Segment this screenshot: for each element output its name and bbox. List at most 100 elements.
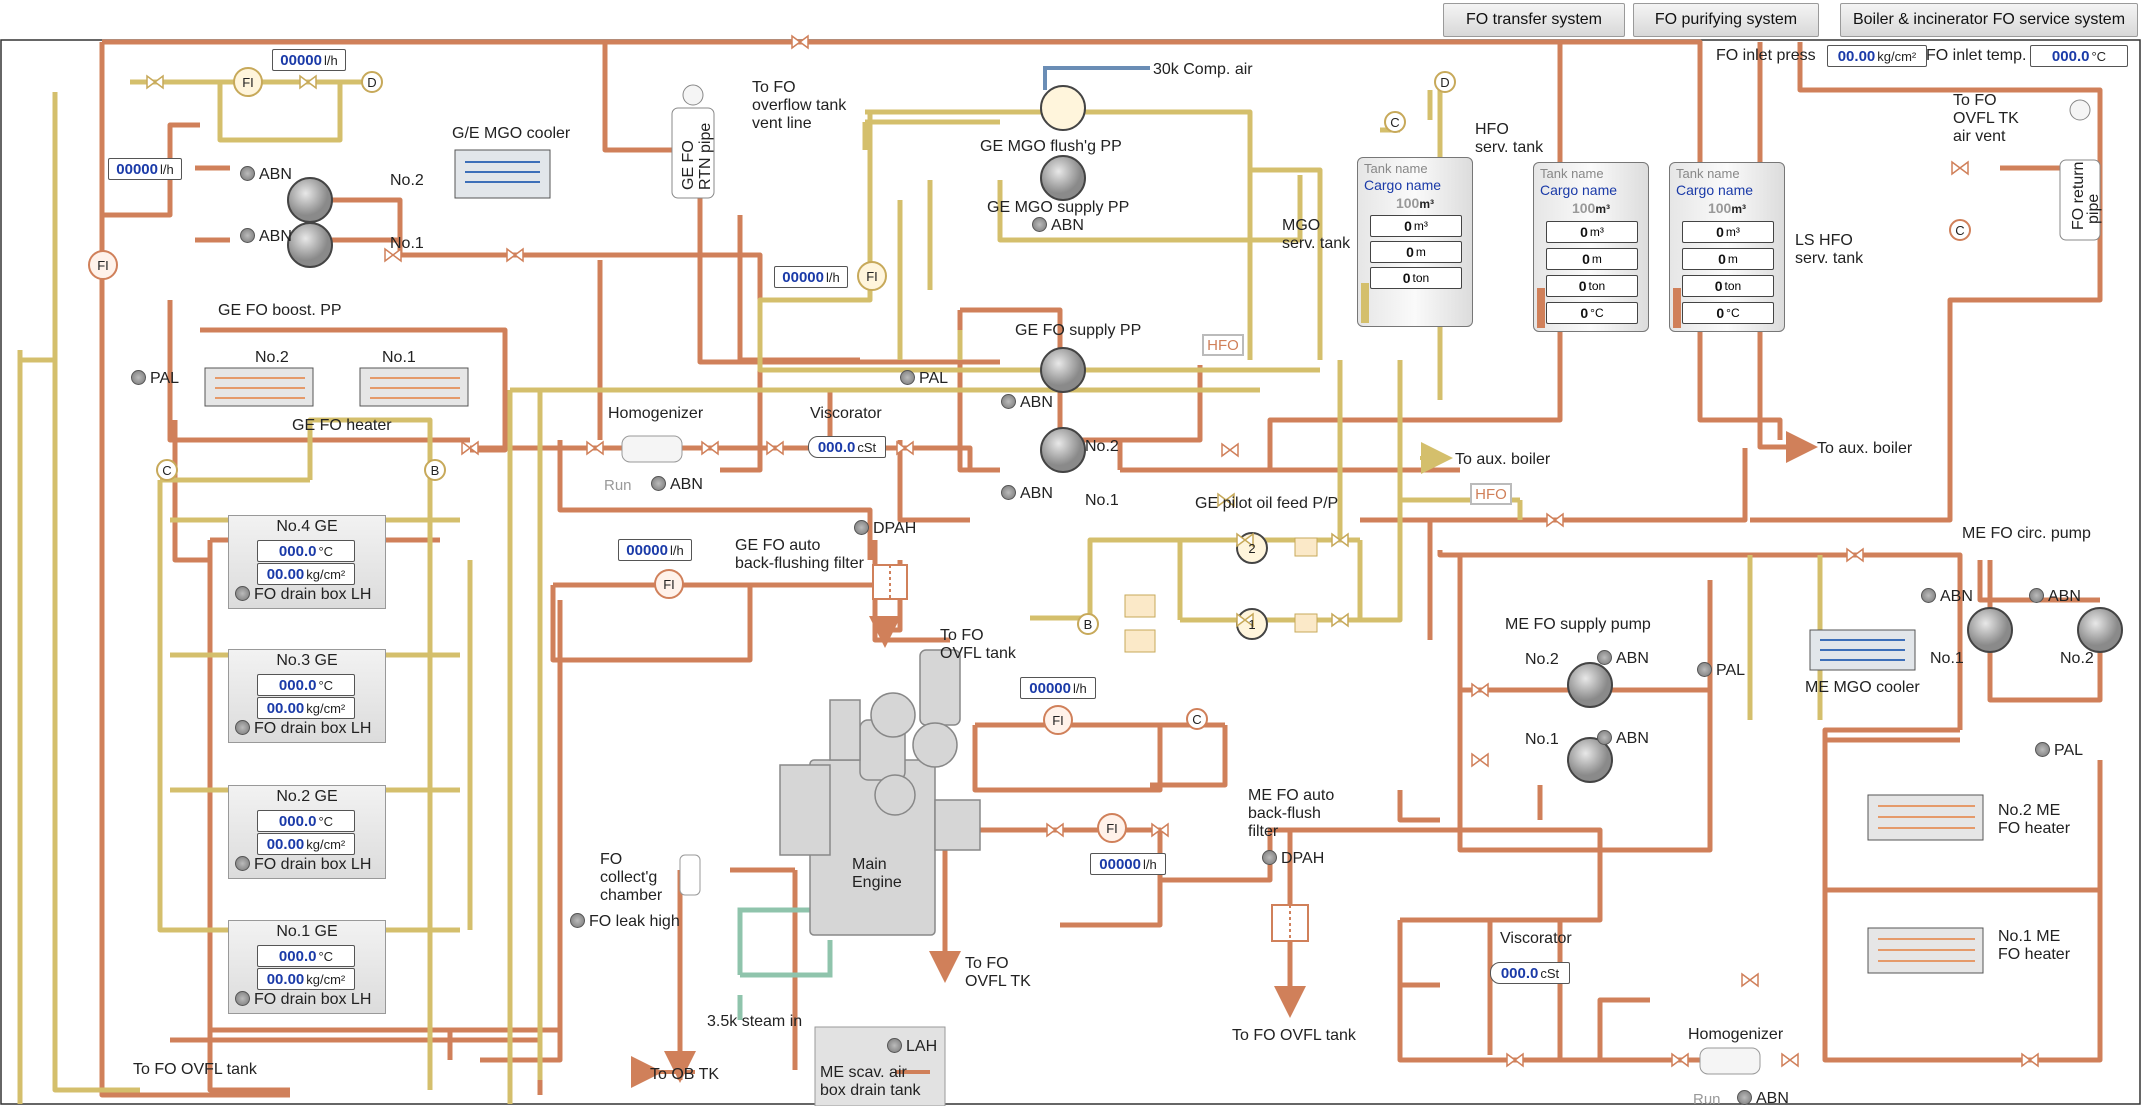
alarm-abn: ABN xyxy=(2029,588,2081,606)
ge-drain-alarm: FO drain box LH xyxy=(235,856,371,874)
label-to-fo-ovfl-tank: To FO OVFL tank xyxy=(1232,1027,1357,1044)
flow-indicators xyxy=(88,67,1127,843)
label-ls-hfo-1: LS HFO xyxy=(1795,232,1853,249)
ge-drain-alarm: FO drain box LH xyxy=(235,586,371,604)
alarm-lamp-icon xyxy=(240,166,255,181)
alarm-lamp-icon xyxy=(235,991,250,1006)
tank-name: Tank name xyxy=(1676,166,1740,181)
fo-inlet-press-label: FO inlet press xyxy=(1716,47,1816,64)
label-supply-no2: No.2 xyxy=(1085,438,1119,455)
alarm-lamp-icon xyxy=(235,856,250,871)
fo-return-pipe xyxy=(2059,159,2101,241)
flow-unit: l/h xyxy=(1072,680,1087,696)
label-me-fo-circ: ME FO circ. pump xyxy=(1962,525,2091,542)
alarm-lamp-icon xyxy=(887,1038,902,1053)
fi-label: FI xyxy=(1052,713,1064,728)
label-no2-me-heater-1: No.2 ME xyxy=(1998,802,2060,819)
connector-b2: B xyxy=(1084,617,1093,632)
ge-temp: 000.0°C xyxy=(257,945,355,967)
label-fo-overflow-3: vent line xyxy=(752,115,812,132)
alarm-fo-leak-text: FO leak high xyxy=(589,913,680,930)
label-fo-overflow-1: To FO xyxy=(752,79,796,96)
label-me-homogenizer: Homogenizer xyxy=(1688,1026,1784,1043)
label-heater-no1: No.1 xyxy=(382,349,416,366)
fo-inlet-temp-unit: °C xyxy=(2091,48,2107,64)
alarm-lah: LAH xyxy=(887,1038,937,1056)
hfo-tag: HFO xyxy=(1470,483,1512,505)
tank-level-bar xyxy=(1537,288,1545,328)
rotated-labels: GE FO RTN pipe FO return pipe xyxy=(680,123,2102,230)
coolers xyxy=(454,149,1916,671)
pumps[interactable] xyxy=(287,85,2123,783)
connector-c4: C xyxy=(1192,712,1201,727)
label-ge-fo-heater: GE FO heater xyxy=(292,417,392,434)
label-circ-no1: No.1 xyxy=(1930,650,1964,667)
pilot-pump-2-label: 2 xyxy=(1248,541,1255,556)
label-ge-fo-rtn-2: RTN pipe xyxy=(697,123,714,190)
alarm-pal-text: PAL xyxy=(2054,742,2084,759)
alarm-lamp-icon xyxy=(651,476,666,491)
viscosity-value: 000.0 xyxy=(817,438,856,456)
label-me-mgo-cooler: ME MGO cooler xyxy=(1805,679,1920,696)
label-ge-filter-2: back-flushing filter xyxy=(735,555,865,572)
alarm-lamp-icon xyxy=(235,720,250,735)
tank-cargo: Cargo name xyxy=(1676,182,1754,198)
fi-label: FI xyxy=(866,269,878,284)
connector-d2: D xyxy=(1440,75,1449,90)
alarm-abn-text: ABN xyxy=(1940,588,1973,605)
label-to-aux-boiler-2: To aux. boiler xyxy=(1817,440,1913,457)
label-ovfl-vent-1: To FO xyxy=(1953,92,1997,109)
alarm-abn-text: ABN xyxy=(259,166,292,183)
label-mgo-serv-1: MGO xyxy=(1282,217,1320,234)
label-ge-viscorator: Viscorator xyxy=(810,405,882,422)
tank-name: Tank name xyxy=(1540,166,1604,181)
ge-name: No.2 GE xyxy=(276,788,338,805)
label-circ-no2: No.2 xyxy=(2060,650,2094,667)
viscosity-unit: cSt xyxy=(857,439,877,455)
alarm-abn: ABN xyxy=(1737,1090,1789,1108)
label-me-fo-supply: ME FO supply pump xyxy=(1505,616,1651,633)
label-no1-me-heater-2: FO heater xyxy=(1998,946,2071,963)
label-fo-collect-1: FO xyxy=(600,851,622,868)
alarm-dpah-text: DPAH xyxy=(873,520,917,537)
fi-label: FI xyxy=(1106,821,1118,836)
ge-name: No.4 GE xyxy=(276,518,338,535)
hfo-lines xyxy=(99,39,2103,1098)
fo-inlet-press-value: 00.00 xyxy=(1837,47,1876,65)
fi-label: FI xyxy=(97,258,109,273)
label-me-run: Run xyxy=(1693,1091,1721,1106)
connector-b: B xyxy=(431,463,440,478)
label-to-aux-boiler-1: To aux. boiler xyxy=(1455,451,1551,468)
label-run: Run xyxy=(604,477,632,494)
scav-drain-tank xyxy=(814,1026,946,1106)
ge-name: No.1 GE xyxy=(276,923,338,940)
nav-fo-transfer-button[interactable]: FO transfer system xyxy=(1443,3,1625,37)
ge-homogenizer xyxy=(621,435,683,463)
label-me-supply-no2: No.2 xyxy=(1525,651,1559,668)
me-homogenizer xyxy=(1699,1047,1761,1075)
label-ge-fo-supply: GE FO supply PP xyxy=(1015,322,1141,339)
tank-temp: 0°C xyxy=(1546,302,1638,324)
alarm-abn-text: ABN xyxy=(1020,394,1053,411)
fo-collect-chamber xyxy=(679,854,701,896)
alarm-lamp-icon xyxy=(570,913,585,928)
alarm-pal-text: PAL xyxy=(1716,662,1746,679)
nav-boiler-incinerator-button[interactable]: Boiler & incinerator FO service system xyxy=(1840,3,2138,37)
nav-fo-purifying-button[interactable]: FO purifying system xyxy=(1633,3,1819,37)
